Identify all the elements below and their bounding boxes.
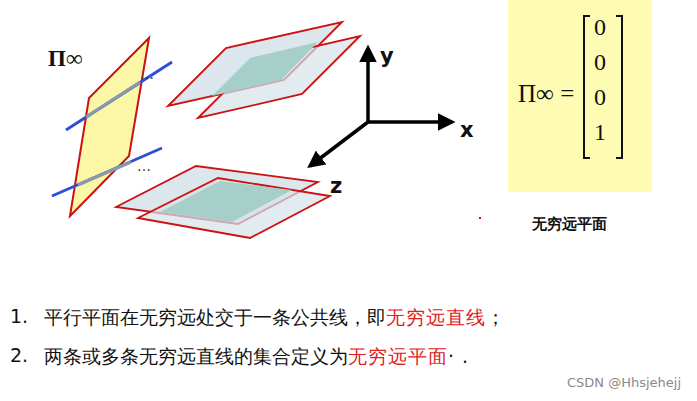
line-segment [86, 82, 140, 117]
matrix-entry: 0 [594, 49, 606, 77]
list-text: ； [486, 306, 505, 328]
parallel-plane [138, 178, 330, 238]
plane-name: Π∞ [48, 46, 82, 72]
caption-label: 无穷远平面 [532, 216, 607, 233]
axis-label: y [380, 44, 394, 68]
parallel-plane [198, 36, 360, 118]
highlight-term: 无穷远平面 [348, 345, 448, 367]
formula-label: Π∞ = [518, 80, 574, 109]
list-text: . [462, 345, 468, 367]
ellipsis: … [137, 158, 151, 174]
list-number: 2. [10, 345, 28, 367]
plane-overlap [160, 181, 292, 222]
plane-overlap [212, 42, 318, 96]
x-axis [368, 120, 452, 124]
y-axis [366, 48, 370, 122]
list-item: 平行平面在无穷远处交于一条公共线，即无穷远直线； [44, 306, 505, 329]
line-segment [78, 162, 131, 185]
list-number: 1. [10, 306, 28, 328]
matrix-entry: 0 [594, 84, 606, 112]
matrix-entry: 0 [594, 14, 606, 42]
list-item: 两条或多条无穷远直线的集合定义为无穷远平面·. [44, 345, 468, 368]
z-axis [310, 122, 368, 166]
matrix-entry: 1 [594, 119, 606, 147]
watermark: CSDN @Hhsjehejj [567, 376, 681, 391]
axis-label: x [460, 118, 474, 142]
matrix-bracket [616, 16, 622, 158]
line-at-infinity [52, 148, 162, 196]
line-at-infinity [66, 62, 172, 130]
highlight-term: 无穷远直线 [386, 306, 486, 328]
list-text: 平行平面在无穷远处交于一条公共线，即 [44, 306, 386, 328]
list-text: 两条或多条无穷远直线的集合定义为 [44, 345, 348, 367]
ellipsis: … [140, 66, 154, 82]
stray-mark [479, 217, 481, 219]
matrix-bracket [584, 16, 590, 158]
axis-label: z [330, 174, 342, 198]
list-text: · [448, 345, 454, 367]
formula-box: Π∞ = 0 0 0 1 [508, 0, 652, 192]
